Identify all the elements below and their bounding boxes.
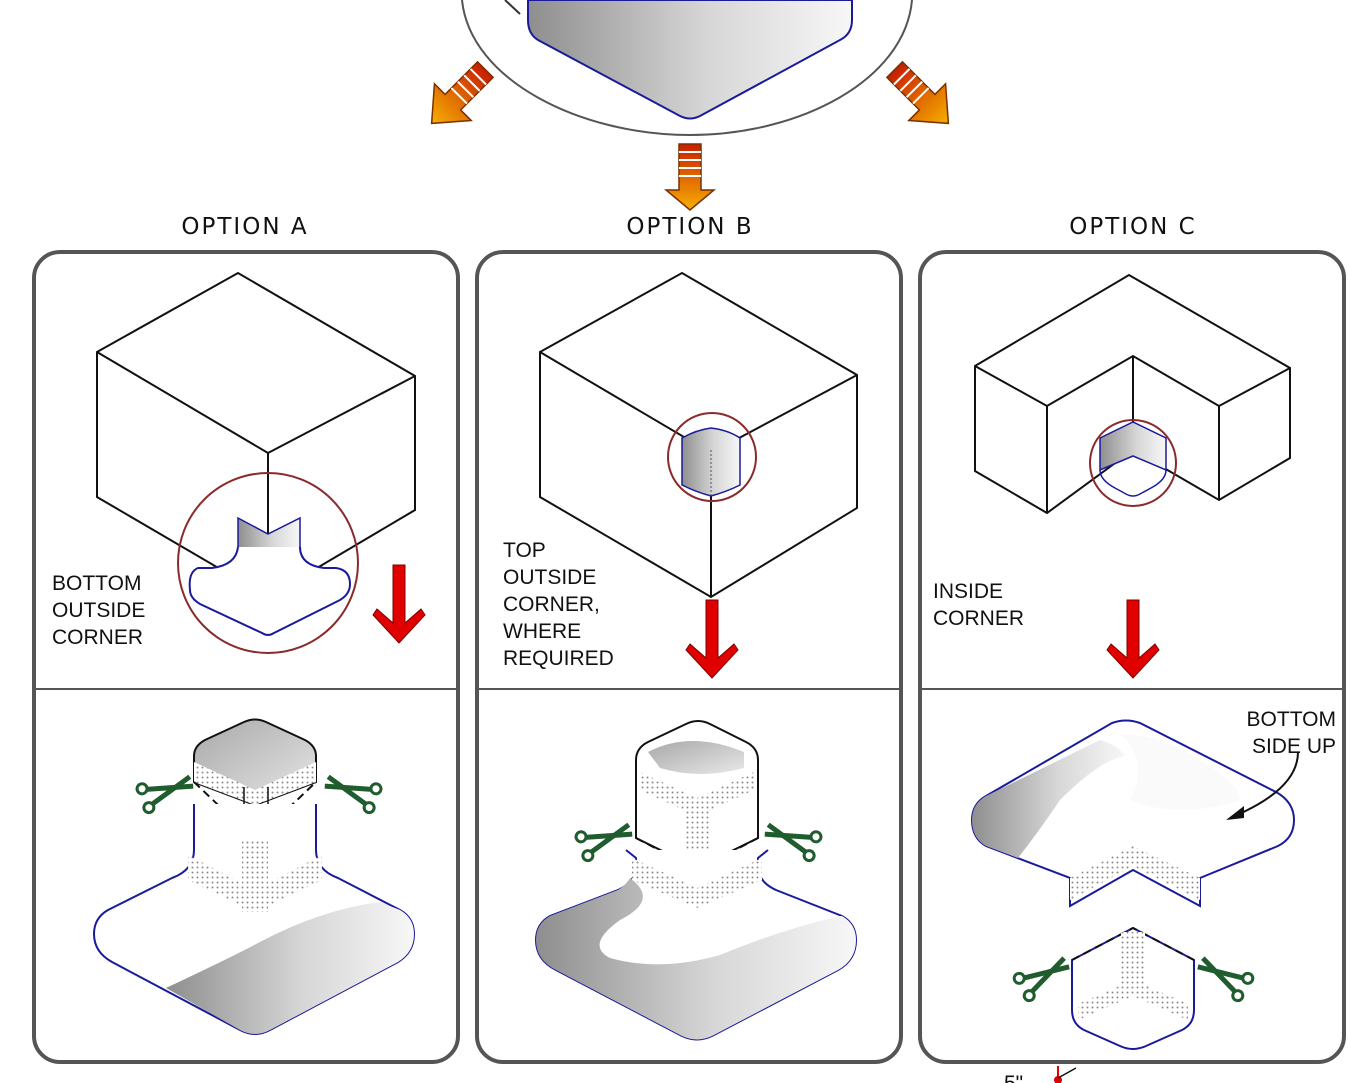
option-c-lower-cap <box>1071 926 1195 1050</box>
option-c-box <box>974 273 1291 515</box>
orange-arrow-icon <box>663 143 717 211</box>
option-a-top-cap <box>193 718 317 807</box>
scissors-icon <box>1012 956 1070 1003</box>
option-c-upper-membrane <box>970 719 1296 908</box>
svg-text:BOTTOM: BOTTOM <box>1247 708 1336 731</box>
svg-text:CORNER,: CORNER, <box>503 593 600 616</box>
svg-text:SIDE UP: SIDE UP <box>1252 735 1336 758</box>
edge-dimension-mark: 5" <box>1004 1066 1077 1083</box>
option-a-panel <box>32 250 460 1064</box>
option-b-base-membrane <box>534 849 858 1041</box>
option-c-note: BOTTOM SIDE UP <box>1247 708 1336 758</box>
svg-text:INSIDE: INSIDE <box>933 580 1003 603</box>
svg-text:5": 5" <box>1004 1072 1023 1083</box>
down-arrow-icon <box>1106 599 1160 679</box>
option-b-top-cap <box>635 720 759 870</box>
option-b-title: OPTION B <box>626 214 753 240</box>
svg-text:CORNER: CORNER <box>52 626 143 649</box>
scissors-icon <box>764 822 823 863</box>
orange-arrow-icon <box>885 60 950 125</box>
orange-arrow-icon <box>430 60 495 125</box>
option-a-callout: BOTTOM OUTSIDE CORNER <box>52 572 145 649</box>
svg-text:REQUIRED: REQUIRED <box>503 647 614 670</box>
option-c-corner-patch <box>1099 421 1167 497</box>
option-b-corner-patch <box>681 427 741 497</box>
svg-text:CORNER: CORNER <box>933 607 1024 630</box>
svg-text:OUTSIDE: OUTSIDE <box>52 599 145 622</box>
bottom-side-leader-head <box>1226 806 1244 820</box>
option-a-base-membrane <box>92 804 416 1035</box>
scissors-icon <box>324 774 383 815</box>
svg-text:BOTTOM: BOTTOM <box>52 572 141 595</box>
option-b-callout: TOP OUTSIDE CORNER, WHERE REQUIRED <box>503 539 614 670</box>
option-a-title: OPTION A <box>181 214 308 240</box>
option-c-panel <box>918 250 1346 1064</box>
detail-leader <box>504 0 521 15</box>
source-detail <box>461 0 913 137</box>
detail-circle <box>177 472 359 654</box>
detail-circle <box>667 412 757 502</box>
option-c-callout: INSIDE CORNER <box>933 580 1024 630</box>
svg-text:OUTSIDE: OUTSIDE <box>503 566 596 589</box>
scissors-icon <box>1197 956 1255 1003</box>
source-membrane <box>527 0 853 120</box>
option-a-corner-patch <box>188 516 352 636</box>
option-c-title: OPTION C <box>1069 214 1197 240</box>
down-arrow-icon <box>685 599 739 679</box>
svg-text:WHERE: WHERE <box>503 620 581 643</box>
option-b-panel <box>475 250 903 1064</box>
down-arrow-icon <box>372 564 426 644</box>
scissors-icon <box>135 774 194 815</box>
detail-circle <box>1089 419 1177 507</box>
svg-text:TOP: TOP <box>503 539 546 562</box>
detail-bubble <box>461 0 913 137</box>
scissors-icon <box>574 822 633 863</box>
